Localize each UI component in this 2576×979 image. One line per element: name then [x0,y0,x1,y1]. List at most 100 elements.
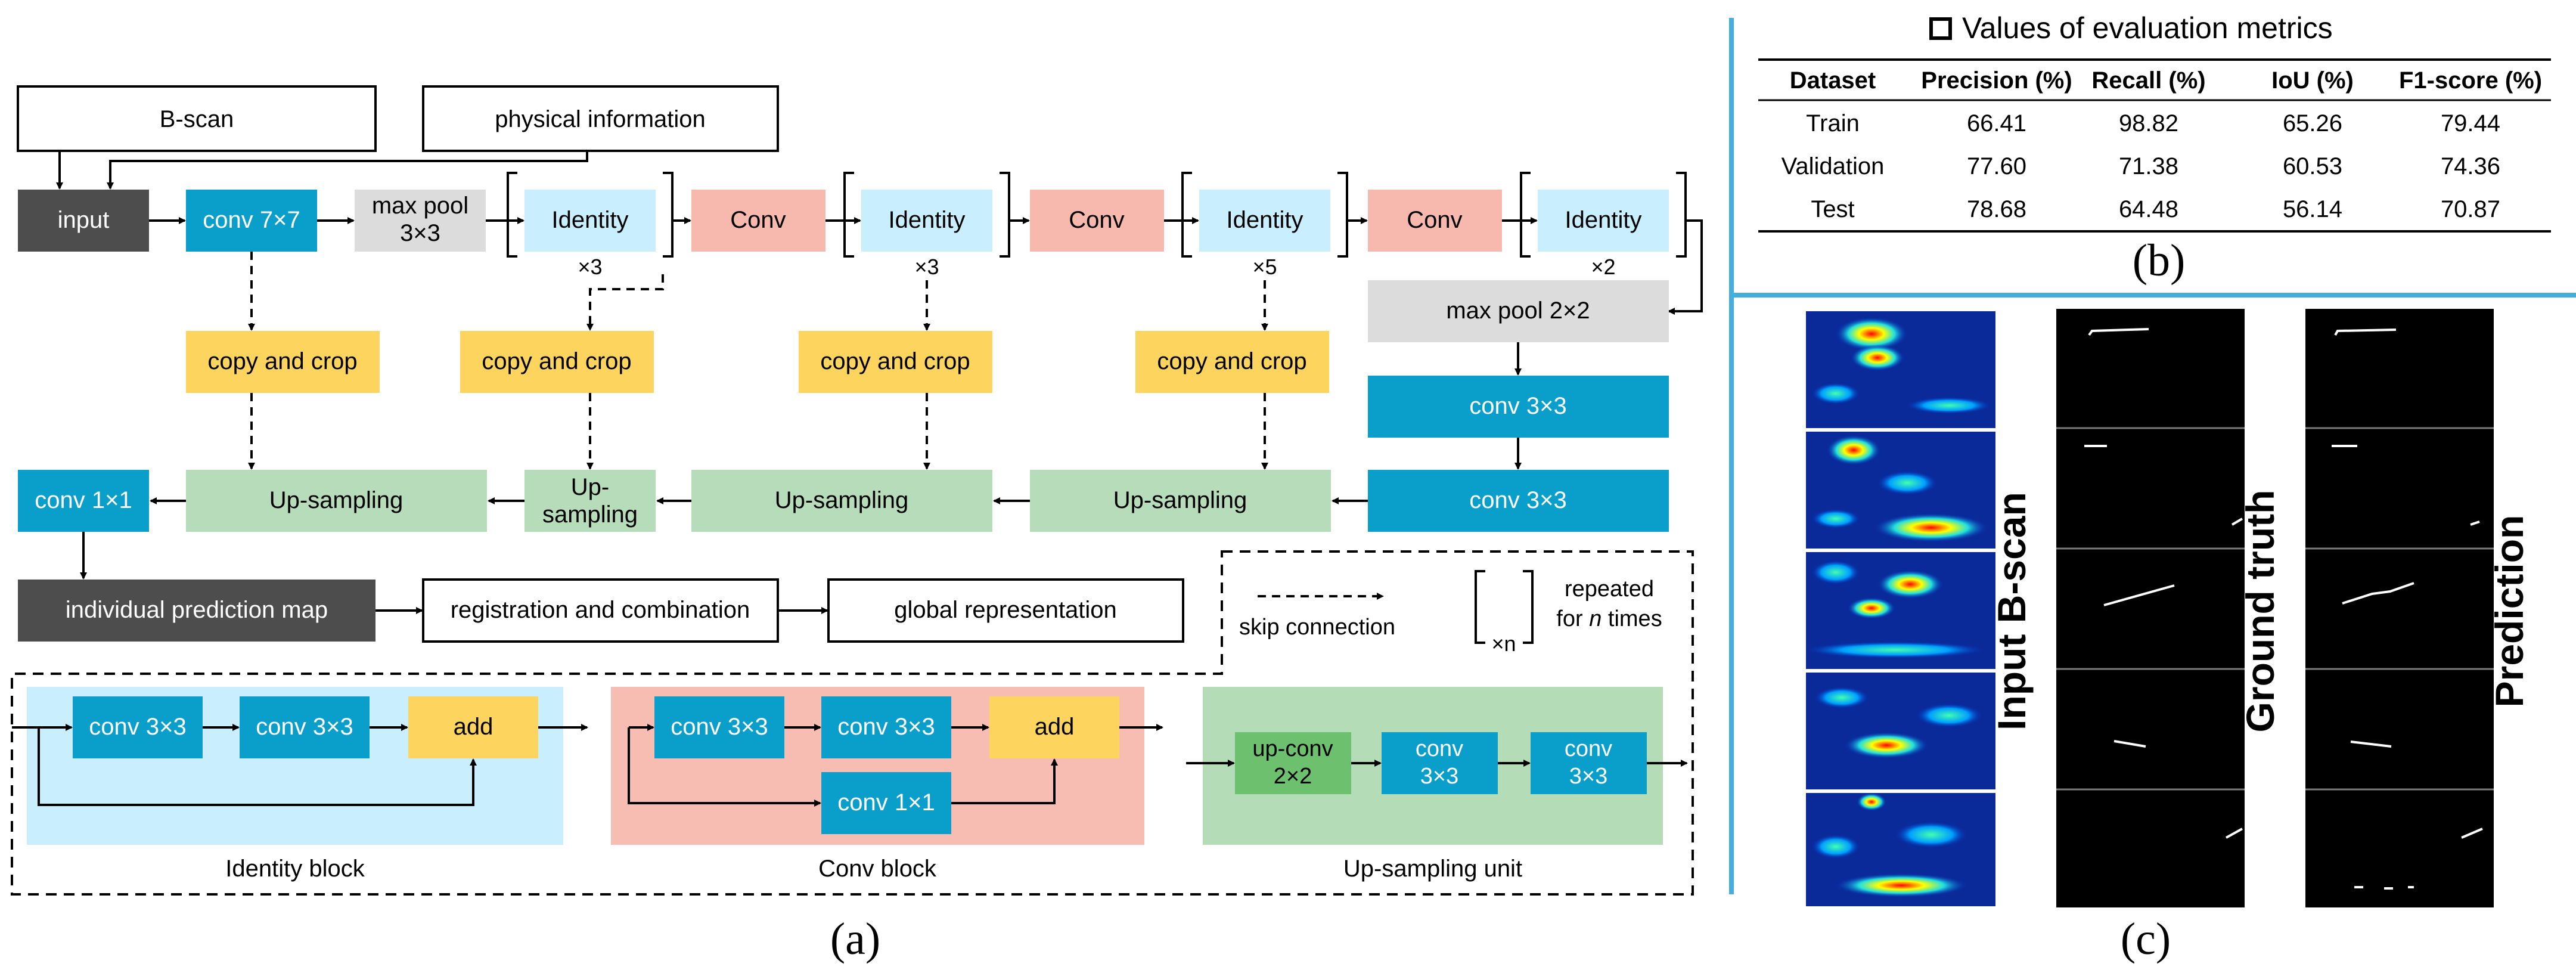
skip-connections [248,252,1268,470]
registration-label: registration and combination [451,597,750,623]
copy-crop-2: copy and crop [460,331,654,393]
upsampling-unit-detail: up-conv 2×2 conv 3×3 conv 3×3 Up-samplin… [1186,687,1688,882]
xn-legend-label: ×n [1491,631,1516,656]
up-conv-2-label1: conv [1565,736,1612,761]
individual-prediction-box: individual prediction map [18,580,375,642]
cell-validation-precision: 77.60 [1967,153,2026,179]
identity-block-title: Identity block [225,856,365,882]
individual-prediction-label: individual prediction map [66,597,328,623]
cell-test-precision: 78.68 [1967,196,2026,222]
repeat-x3-label-1: ×3 [578,255,602,279]
table-title: Values of evaluation metrics [1962,11,2333,45]
cell-train-f1: 79.44 [2441,110,2500,137]
col-precision: Precision (%) [1921,67,2072,94]
global-representation-box: global representation [827,578,1184,643]
conv-3-label: Conv [1407,207,1462,233]
cell-validation-recall: 71.38 [2119,153,2178,179]
maxpool22-label: max pool 2×2 [1446,298,1590,324]
upsampling-2-label2: sampling [542,501,638,528]
table-title-square-icon [1929,17,1952,40]
cell-validation-dataset: Validation [1782,153,1885,179]
identity-3-label: Identity [1227,207,1303,233]
upsampling-2: Up- sampling [524,470,656,532]
prediction-label: Prediction [2487,515,2531,708]
upsampling-4: Up-sampling [1030,470,1331,532]
bscan-image-1 [1806,311,1995,428]
registration-box: registration and combination [422,578,779,643]
input-bscan-label: Input B-scan [1990,492,2034,730]
maxpool33-label2: 3×3 [400,220,440,246]
upsampling-1: Up-sampling [186,470,487,532]
input-label: input [58,207,110,233]
identity-2-label: Identity [889,207,966,233]
cb-conv33-1-label: conv 3×3 [671,714,768,740]
skip-legend-label: skip connection [1239,615,1395,640]
conv11-box: conv 1×1 [18,470,149,532]
physical-info-label: physical information [495,106,706,132]
caption-b: (b) [2133,236,2186,286]
col-recall: Recall (%) [2091,67,2205,94]
conv11-label: conv 1×1 [35,487,132,513]
cell-train-iou: 65.26 [2283,110,2342,137]
maxpool33-label1: max pool [372,193,468,219]
conv7-label: conv 7×7 [203,207,300,233]
cell-train-precision: 66.41 [1967,110,2026,137]
cell-validation-f1: 74.36 [2441,153,2500,179]
maxpool33-box: max pool 3×3 [355,190,486,252]
repeat-x3-label-2: ×3 [914,255,939,279]
repeated-legend-line1: repeated [1565,577,1654,602]
bscan-image-2 [1806,432,1995,549]
identity-block-detail: conv 3×3 conv 3×3 add Identity block [12,687,588,882]
identity-group-4: Identity ×2 [1520,172,1687,279]
idb-conv33-1-label: conv 3×3 [89,714,186,740]
cell-test-iou: 56.14 [2283,196,2342,222]
cell-test-dataset: Test [1811,196,1854,222]
identity-group-3: Identity ×5 [1181,172,1348,279]
legend: skip connection ×n repeated for n times [1239,570,1662,656]
cell-test-recall: 64.48 [2119,196,2178,222]
cell-test-f1: 70.87 [2441,196,2500,222]
up-conv-1-label2: 3×3 [1420,764,1458,789]
ground-truth-label: Ground truth [2238,490,2282,733]
input-bscan-column [1805,310,1997,906]
upsampling-3-label: Up-sampling [775,487,909,513]
upsampling-unit-title: Up-sampling unit [1343,856,1522,882]
conv33-2-label: conv 3×3 [1469,487,1566,513]
panel-dividers [1729,18,2576,894]
bscan-image-4 [1806,673,1995,789]
panel-a: B-scan physical information input conv 7… [11,85,1703,964]
up-conv-1-label1: conv [1416,736,1463,761]
maxpool22-box: max pool 2×2 [1368,280,1669,342]
identity-group-1: Identity ×3 [507,172,674,279]
copy-crop-1-label: copy and crop [207,348,357,374]
top-row-arrows [149,217,1703,315]
conv-box-1: Conv [691,190,825,252]
copy-crop-1: copy and crop [186,331,380,393]
panel-b: Values of evaluation metrics Dataset Pre… [1758,11,2551,286]
conv7-box: conv 7×7 [186,190,317,252]
conv33-box-2: conv 3×3 [1368,470,1669,532]
cb-conv11-label: conv 1×1 [837,789,935,816]
table-row: Test 78.68 64.48 56.14 70.87 [1811,196,2500,222]
conv-box-3: Conv [1368,190,1502,252]
upsampling-3: Up-sampling [691,470,992,532]
copy-crop-2-label: copy and crop [482,348,631,374]
cell-validation-iou: 60.53 [2283,153,2342,179]
copy-crop-3: copy and crop [799,331,992,393]
upsampling-2-label1: Up- [571,474,609,500]
up-conv-2-label2: 3×3 [1569,764,1607,789]
cb-add-label: add [1035,714,1075,740]
caption-c: (c) [2121,914,2171,964]
upsampling-1-label: Up-sampling [269,487,404,513]
repeat-x2-label: ×2 [1591,255,1615,279]
source-arrows [56,151,588,190]
table-row: Validation 77.60 71.38 60.53 74.36 [1782,153,2500,179]
global-representation-label: global representation [894,597,1117,623]
cell-train-recall: 98.82 [2119,110,2178,137]
repeat-x5-label: ×5 [1252,255,1277,279]
upsampling-row-arrows [80,497,1368,580]
copy-crop-4-label: copy and crop [1157,348,1306,374]
table-header: Dataset Precision (%) Recall (%) IoU (%)… [1790,67,2542,94]
idb-conv33-2-label: conv 3×3 [256,714,353,740]
